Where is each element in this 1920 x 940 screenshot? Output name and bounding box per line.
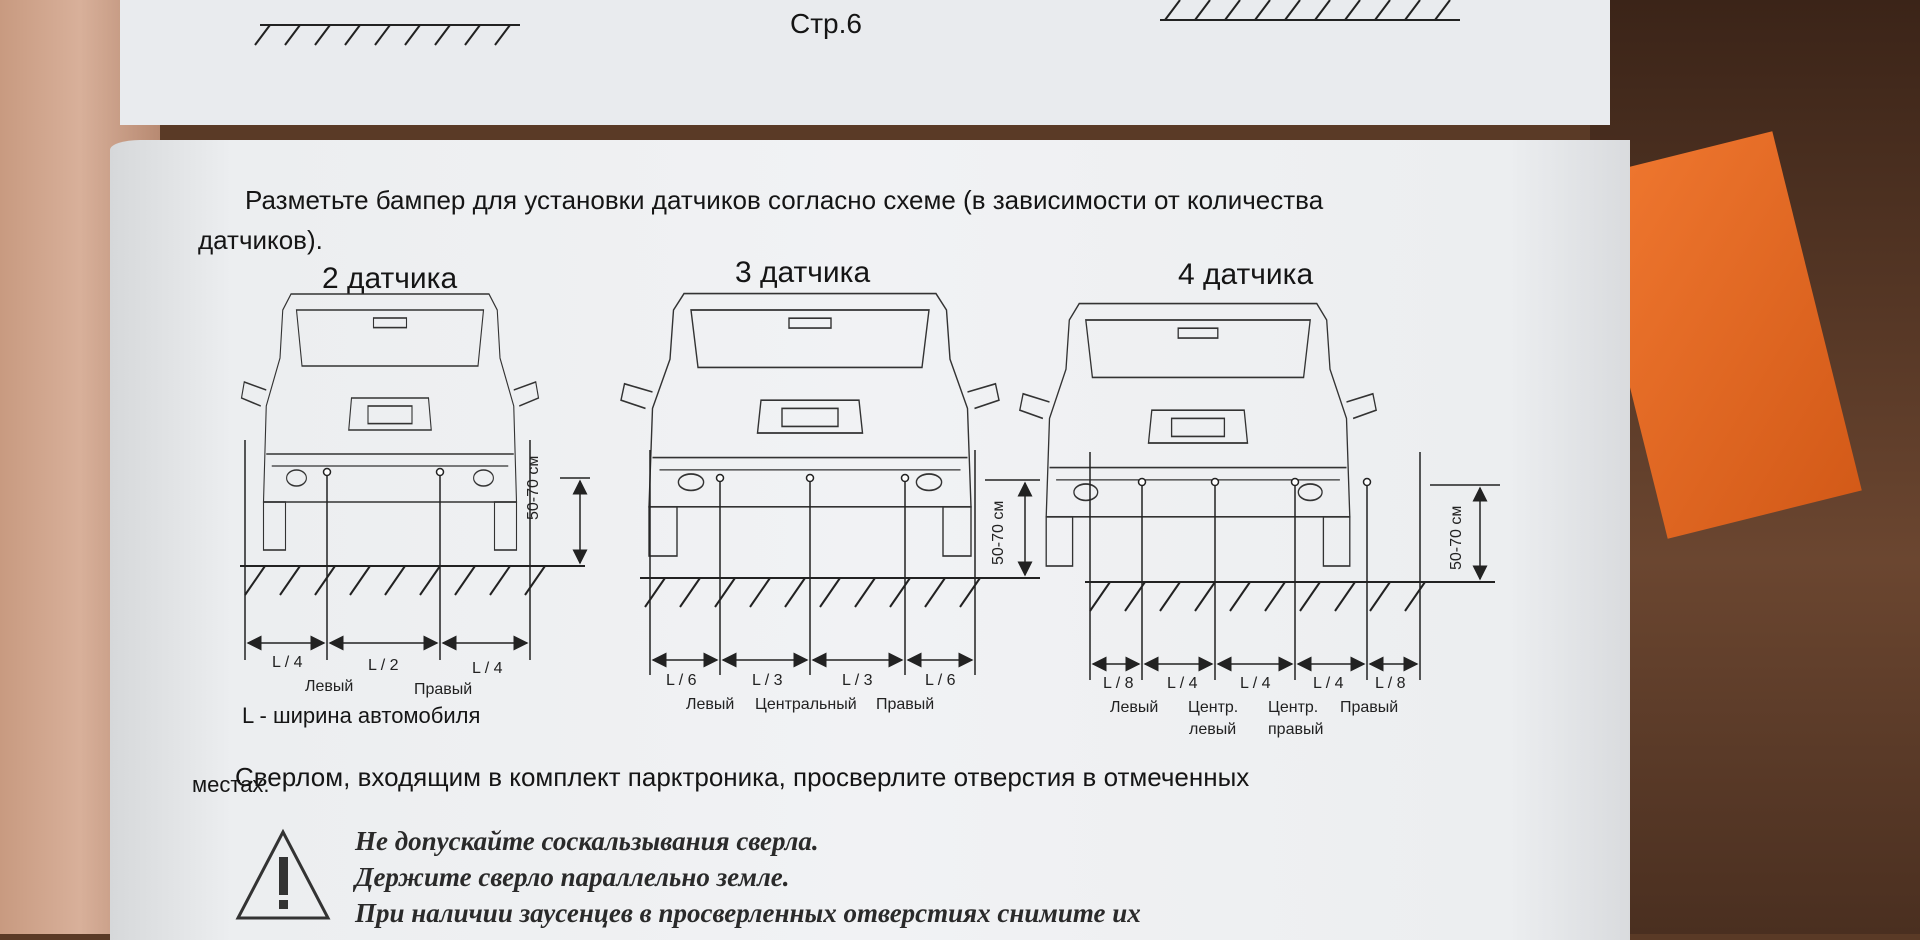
- diagram-2-ground: [240, 565, 585, 596]
- previous-page: [120, 0, 1610, 125]
- d2-dim-3: L / 4: [472, 660, 503, 677]
- d2-label-right: Правый: [414, 681, 473, 698]
- page-number: Стр.6: [790, 8, 862, 39]
- warning-line-3: При наличии заусенцев в просверленных от…: [355, 898, 1141, 928]
- d4-dim-3: L / 4: [1240, 675, 1271, 692]
- d4-label-center-right-1: Центр.: [1268, 699, 1319, 716]
- d4-dim-1: L / 8: [1103, 675, 1134, 692]
- instruction-line-2: датчиков).: [198, 225, 323, 255]
- d4-dim-2: L / 4: [1167, 675, 1198, 692]
- d3-label-center: Центральный: [755, 696, 857, 713]
- diagram-3-height-label: 50-70 см: [990, 500, 1007, 565]
- d3-dim-1: L / 6: [666, 672, 697, 689]
- d4-label-right: Правый: [1340, 699, 1399, 716]
- diagram-4-dims: [1089, 452, 1500, 680]
- d3-dim-2: L / 3: [752, 672, 783, 689]
- manual-page: [110, 140, 1630, 940]
- d2-label-left: Левый: [305, 678, 354, 695]
- warning-triangle-icon: [235, 828, 331, 920]
- diagram-4-height-label: 50-70 см: [1448, 505, 1465, 570]
- d4-dim-4: L / 4: [1313, 675, 1344, 692]
- d4-dim-5: L / 8: [1375, 675, 1406, 692]
- width-note: L - ширина автомобиля: [242, 703, 481, 728]
- d4-label-center-left-2: левый: [1189, 721, 1237, 738]
- instruction-line-1: Разметьте бампер для установки датчиков …: [245, 185, 1324, 215]
- d4-label-center-right-2: правый: [1268, 721, 1324, 738]
- d3-label-left: Левый: [686, 696, 735, 713]
- diagram-2-height-label: 50-70 см: [525, 455, 542, 520]
- diagram-3-title: 3 датчика: [735, 256, 871, 289]
- d3-dim-4: L / 6: [925, 672, 956, 689]
- diagram-4-title: 4 датчика: [1178, 258, 1314, 291]
- diagram-4-car: [1018, 302, 1378, 567]
- warning-line-2: Держите сверло параллельно земле.: [355, 862, 790, 892]
- diagram-2-title: 2 датчика: [322, 262, 458, 295]
- diagram-4-ground: [1085, 581, 1495, 612]
- d3-dim-3: L / 3: [842, 672, 873, 689]
- d4-label-left: Левый: [1110, 699, 1159, 716]
- d4-label-center-left-1: Центр.: [1188, 699, 1239, 716]
- diagram-3-dims: [649, 450, 1040, 675]
- previous-page-hatching: [254, 0, 1460, 46]
- d2-dim-1: L / 4: [272, 654, 303, 671]
- d3-label-right: Правый: [876, 696, 935, 713]
- diagram-3-ground: [640, 577, 1040, 608]
- drill-line-1: Сверлом, входящим в комплект парктроника…: [235, 762, 1250, 792]
- diagram-2-dims: [244, 440, 590, 660]
- d2-dim-2: L / 2: [368, 657, 399, 674]
- diagram-2-car: [240, 293, 540, 551]
- drill-line-2: местах.: [192, 772, 270, 797]
- warning-line-1: Не допускайте соскальзывания сверла.: [355, 826, 819, 856]
